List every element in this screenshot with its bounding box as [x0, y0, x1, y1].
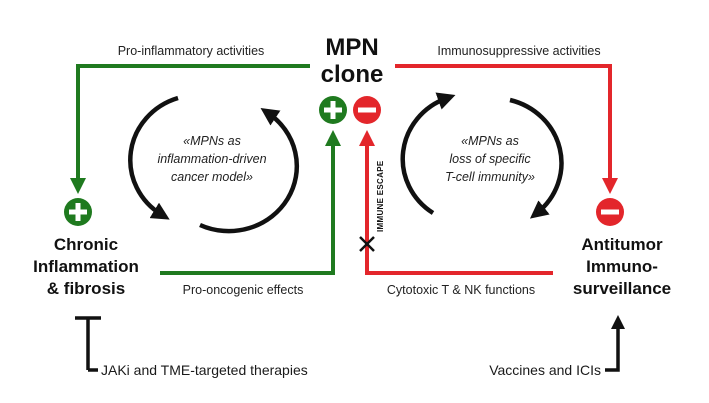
immune-escape-label: IMMUNE ESCAPE — [376, 160, 385, 232]
pro-oncogenic-connector — [160, 130, 341, 275]
pro-inflammatory-connector — [70, 64, 310, 194]
cytotoxic-connector — [359, 130, 553, 275]
minus-circle-icon — [596, 198, 624, 226]
immunosuppressive-connector — [395, 64, 618, 194]
immunosurveillance-node-line2: Immuno- — [586, 257, 658, 276]
pro-oncogenic-label: Pro-oncogenic effects — [183, 283, 304, 297]
x-mark-icon — [359, 236, 375, 252]
immunosurveillance-node-line3: surveillance — [573, 279, 671, 298]
inflammation-node-line3: & fibrosis — [47, 279, 125, 298]
pro-inflammatory-label: Pro-inflammatory activities — [118, 44, 265, 58]
left-cycle-arrows — [128, 95, 300, 234]
right-cycle-arrows — [400, 92, 564, 219]
jaki-therapy-label: JAKi and TME-targeted therapies — [101, 362, 308, 378]
mpn-title-line1: MPN — [325, 34, 378, 61]
left-cycle-line2: inflammation-driven — [157, 152, 266, 166]
minus-circle-icon — [353, 96, 381, 124]
inhibition-t-bar — [75, 316, 101, 372]
left-cycle-line3: cancer model» — [171, 170, 253, 184]
stimulation-arrow — [605, 315, 625, 372]
vaccines-therapy-label: Vaccines and ICIs — [489, 362, 601, 378]
plus-circle-icon — [64, 198, 92, 226]
plus-circle-icon — [319, 96, 347, 124]
right-cycle-line1: «MPNs as — [461, 134, 519, 148]
inflammation-node-line2: Inflammation — [33, 257, 139, 276]
cytotoxic-label: Cytotoxic T & NK functions — [387, 283, 535, 297]
immunosuppressive-label: Immunosuppressive activities — [437, 44, 600, 58]
right-cycle-line2: loss of specific — [449, 152, 531, 166]
left-cycle-line1: «MPNs as — [183, 134, 241, 148]
immunosurveillance-node-line1: Antitumor — [581, 235, 663, 254]
inflammation-node-line1: Chronic — [54, 235, 118, 254]
right-cycle-line3: T-cell immunity» — [445, 170, 535, 184]
mpn-title-line2: clone — [321, 61, 384, 88]
